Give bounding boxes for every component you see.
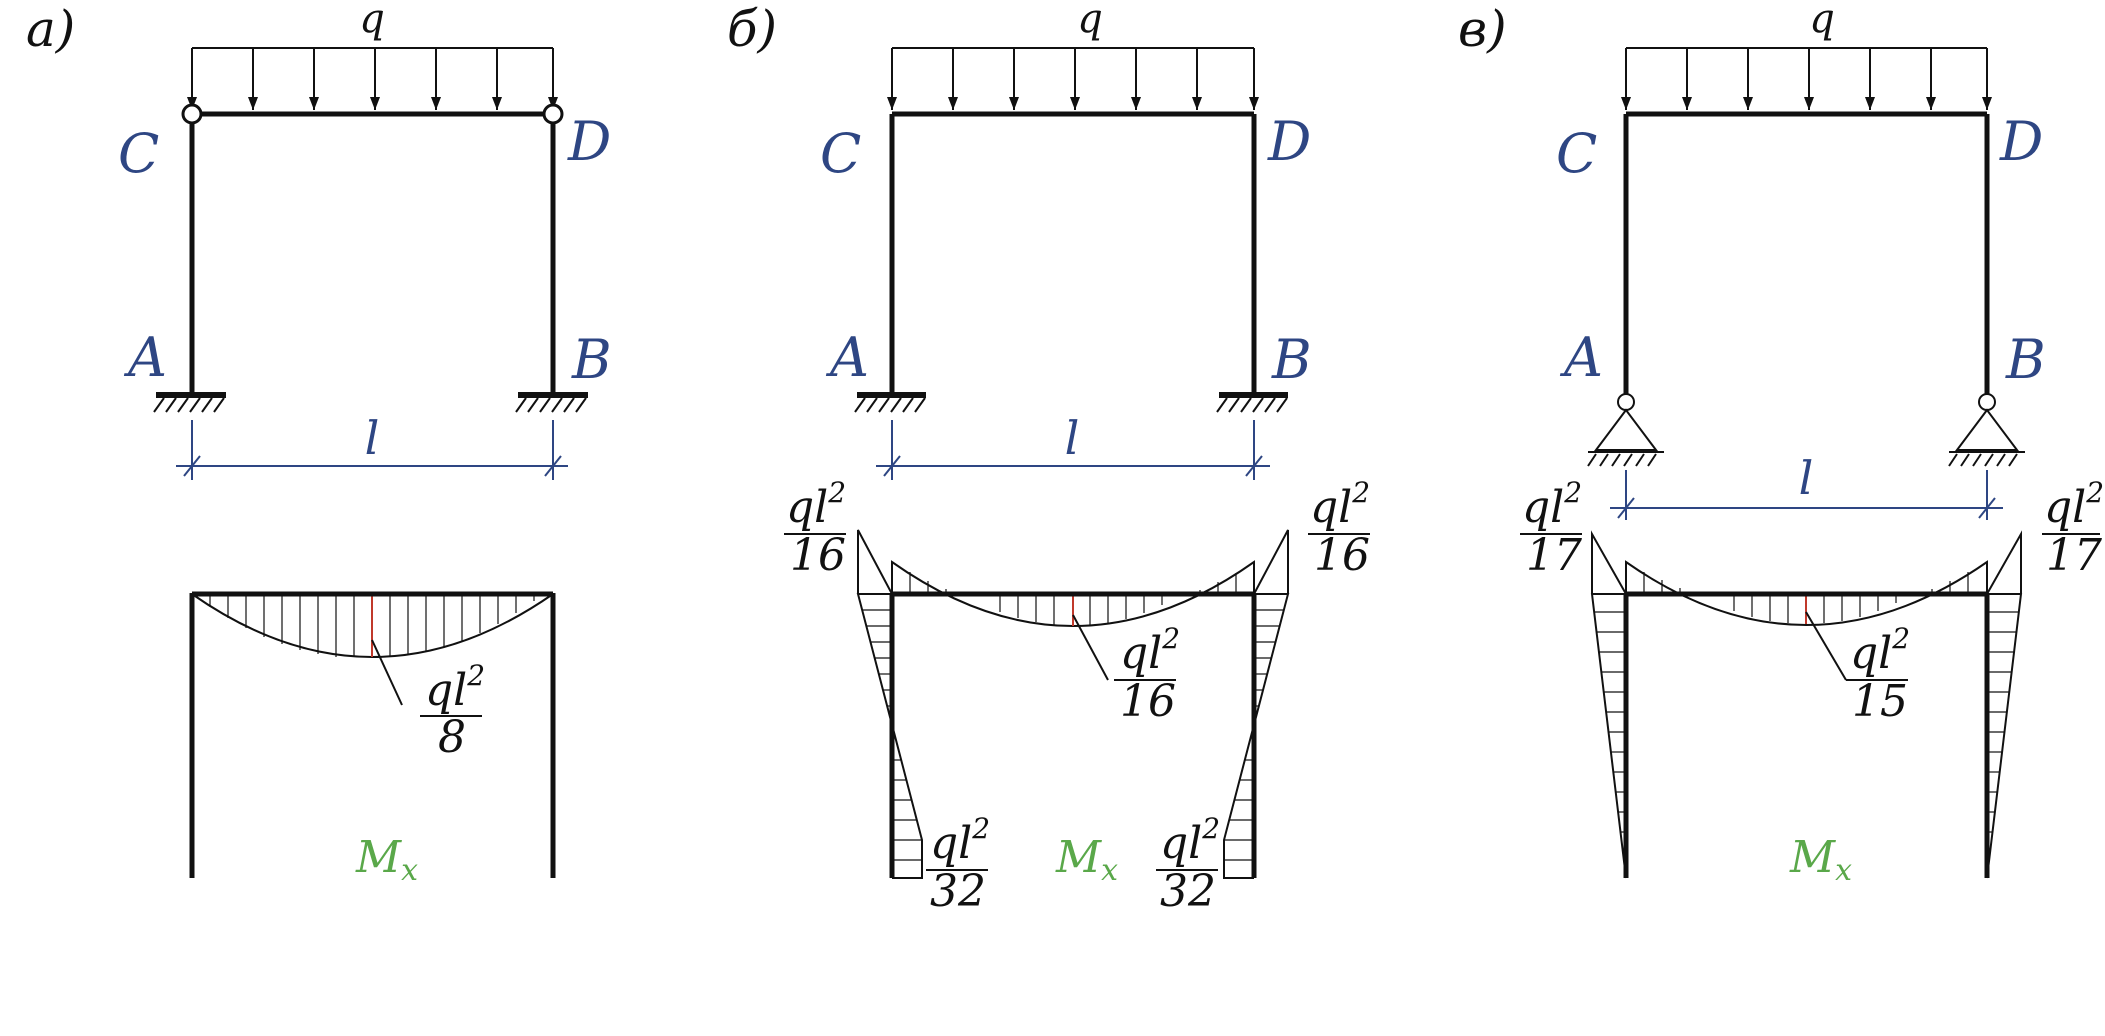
panel-a-hinge-c (181, 103, 203, 125)
panel-a-leader (371, 639, 403, 706)
panel-a-node-d: D (567, 110, 611, 173)
panel-c: в) q C D A B l (1458, 0, 2104, 888)
panel-b-base-left-value: ql2 32 (926, 812, 990, 917)
panel-c-right-column-moment (1986, 593, 2023, 879)
denominator: 32 (930, 866, 986, 917)
numerator: ql2 (786, 476, 846, 533)
panel-c-pin-support-a (1587, 393, 1664, 467)
numerator: ql2 (1850, 622, 1910, 679)
denominator: 16 (1314, 530, 1370, 581)
panel-b-label: б) (727, 0, 777, 58)
panel-b-node-b: B (1271, 328, 1312, 391)
panel-c-moment-diagram: ql2 17 ql2 17 ql2 15 Mx (1520, 476, 2104, 888)
numerator: ql2 (930, 812, 990, 869)
panel-c-node-c: C (1556, 122, 1597, 185)
denominator: 15 (1852, 676, 1908, 727)
panel-a-fixed-support-b (515, 392, 588, 413)
panel-c-load-q: q (1809, 0, 1835, 42)
panel-a-hinge-d (542, 103, 564, 125)
panel-c-leader (1805, 611, 1847, 681)
panel-a-distributed-load (187, 47, 558, 110)
panel-a-node-b: B (571, 328, 612, 391)
panel-c-left-column-moment (1590, 593, 1627, 879)
denominator: 32 (1160, 866, 1216, 917)
panel-a-label: а) (26, 0, 75, 58)
panel-c-label: в) (1458, 0, 1507, 58)
denominator: 17 (2046, 530, 2102, 581)
panel-b: б) q C D A B l (727, 0, 1370, 917)
panel-c-mx-label: Mx (1789, 832, 1852, 888)
numerator: ql2 (2044, 476, 2104, 533)
panel-a-node-a: A (123, 326, 167, 389)
panel-b-distributed-load (887, 47, 1259, 110)
panel-b-beam-mid-value: ql2 16 (1114, 622, 1180, 727)
panel-a-beam-mid-value: ql2 8 (420, 659, 485, 763)
panel-a-span-label: l (365, 411, 380, 465)
panel-c-corner-left-value: ql2 17 (1520, 476, 1582, 581)
denominator: 17 (1526, 530, 1582, 581)
panel-a-fixed-support-a (153, 392, 226, 413)
panel-a-node-c: C (118, 122, 159, 185)
panel-c-node-b: B (2005, 328, 2046, 391)
panel-a: а) q C D A B l (26, 0, 612, 888)
panel-a-load-q: q (359, 0, 385, 42)
panel-b-span-label: l (1065, 411, 1080, 465)
panel-b-right-corner-wedge (1253, 529, 1289, 595)
panel-c-beam-hatching (1643, 572, 1969, 623)
numerator: ql2 (1160, 812, 1220, 869)
panel-c-span-label: l (1799, 451, 1814, 505)
panel-a-span-dimension (176, 420, 568, 480)
panel-b-node-d: D (1267, 110, 1311, 173)
panel-b-leader (1072, 614, 1109, 681)
panel-b-corner-left-value: ql2 16 (784, 476, 846, 581)
panel-c-node-a: A (1559, 326, 1603, 389)
panel-c-beam-mid-value: ql2 15 (1846, 622, 1910, 727)
panel-c-diagram-frame (1623, 591, 1990, 878)
panel-b-moment-diagram: ql2 16 ql2 16 ql2 16 ql2 32 ql2 32 Mx (784, 476, 1370, 917)
panel-c-left-corner-wedge (1591, 530, 1627, 595)
panel-a-hatching (209, 594, 535, 657)
panel-b-right-column-hatching (1224, 609, 1284, 861)
panel-c-distributed-load (1621, 47, 1992, 110)
panel-b-corner-right-value: ql2 16 (1308, 476, 1370, 581)
panel-c-pin-support-b (1948, 393, 2025, 467)
numerator: ql2 (1310, 476, 1370, 533)
panel-b-left-column-hatching (862, 609, 922, 861)
panel-b-diagram-frame (889, 591, 1257, 878)
numerator: ql2 (1522, 476, 1582, 533)
denominator: 16 (1120, 676, 1176, 727)
panel-b-node-a: A (825, 326, 869, 389)
panel-b-fixed-support-b (1216, 392, 1288, 413)
panel-b-span-dimension (876, 420, 1270, 480)
panel-b-mx-label: Mx (1055, 832, 1118, 888)
panel-c-node-d: D (1999, 110, 2043, 173)
panel-b-fixed-support-a (854, 392, 926, 413)
panel-a-mx-label: Mx (355, 832, 418, 888)
panel-b-left-corner-wedge (857, 529, 893, 595)
panel-c-frame (1623, 111, 1990, 394)
panel-b-base-right-value: ql2 32 (1156, 812, 1220, 917)
panel-c-right-corner-wedge (1986, 530, 2022, 595)
numerator: ql2 (1120, 622, 1180, 679)
panel-c-corner-right-value: ql2 17 (2042, 476, 2104, 581)
denominator: 8 (438, 712, 466, 763)
panel-c-span-dimension (1610, 470, 2003, 520)
panel-b-beam-hatching (909, 572, 1237, 625)
panel-b-load-q: q (1077, 0, 1103, 42)
panel-b-node-c: C (820, 122, 861, 185)
panel-a-moment-diagram: ql2 8 Mx (188, 591, 557, 888)
panel-b-frame (889, 111, 1257, 393)
panel-a-frame (189, 111, 556, 393)
numerator: ql2 (425, 659, 485, 716)
denominator: 16 (790, 530, 846, 581)
panel-a-diagram-frame (189, 591, 556, 878)
